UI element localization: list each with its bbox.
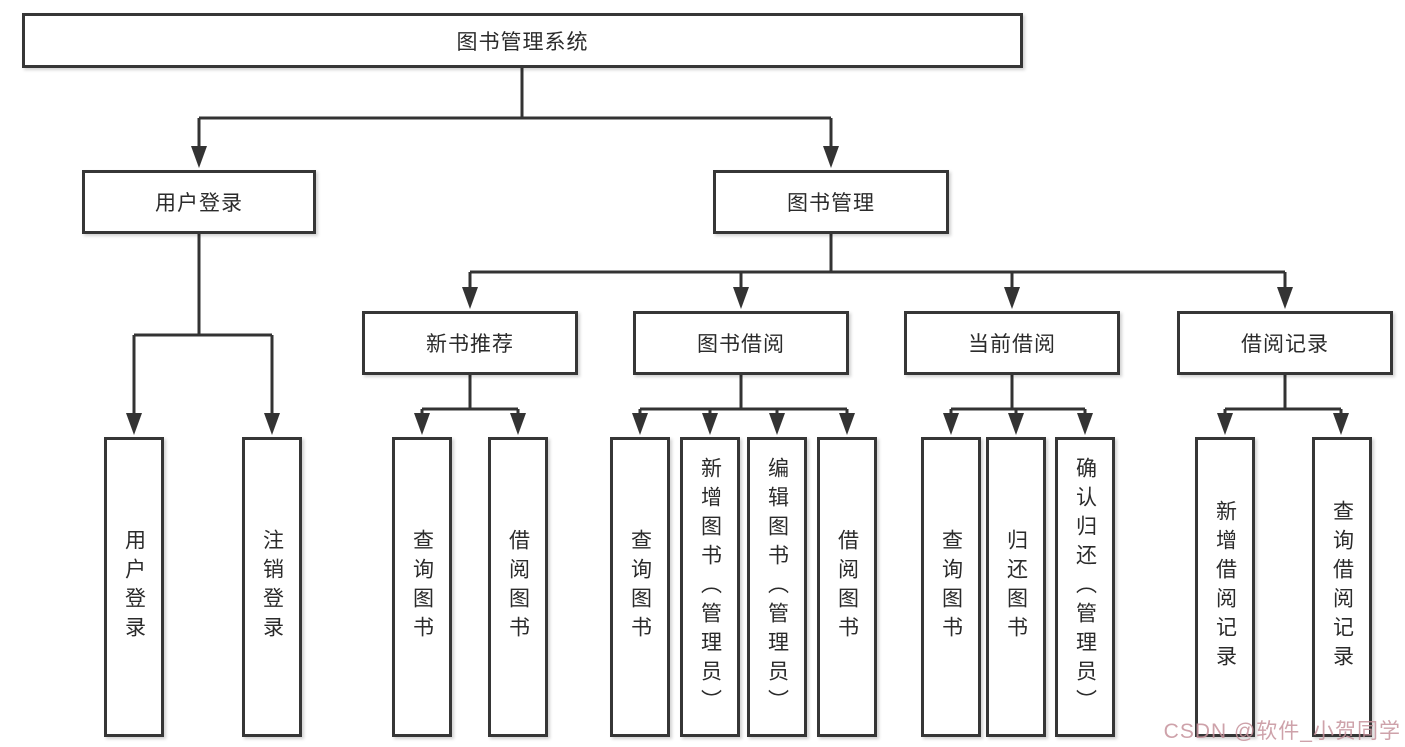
arrowhead-icon (1077, 413, 1093, 435)
leaf-return-books-label: 归还图书 (1004, 529, 1028, 645)
arrowhead-icon (823, 146, 839, 168)
arrowhead-icon (462, 287, 478, 309)
leaf-borrow-books-recommend-label: 借阅图书 (506, 529, 530, 645)
leaf-confirm-return-admin: 确认归还（管理员） (1055, 437, 1115, 737)
leaf-user-login: 用户登录 (104, 437, 164, 737)
node-root-system: 图书管理系统 (22, 13, 1023, 68)
leaf-confirm-return-admin-label: 确认归还（管理员） (1073, 456, 1097, 718)
leaf-edit-book-admin: 编辑图书（管理员） (747, 437, 807, 737)
node-user-login-label: 用户登录 (155, 192, 243, 215)
arrowhead-icon (632, 413, 648, 435)
node-book-borrowing-label: 图书借阅 (697, 333, 785, 356)
arrowhead-icon (839, 413, 855, 435)
leaf-query-books-recommend: 查询图书 (392, 437, 452, 737)
leaf-borrow-books-borrowing: 借阅图书 (817, 437, 877, 737)
leaf-user-login-label: 用户登录 (122, 529, 146, 645)
node-current-borrowing-label: 当前借阅 (968, 333, 1056, 356)
leaf-borrow-books-recommend: 借阅图书 (488, 437, 548, 737)
node-borrowing-records-label: 借阅记录 (1241, 333, 1329, 356)
arrowhead-icon (126, 413, 142, 435)
arrowhead-icon (1277, 287, 1293, 309)
arrowhead-icon (733, 287, 749, 309)
node-current-borrowing: 当前借阅 (904, 311, 1120, 375)
arrowhead-icon (1217, 413, 1233, 435)
node-borrowing-records: 借阅记录 (1177, 311, 1393, 375)
node-user-login: 用户登录 (82, 170, 316, 234)
arrowhead-icon (1333, 413, 1349, 435)
leaf-logout-label: 注销登录 (260, 529, 284, 645)
node-book-management-label: 图书管理 (787, 192, 875, 215)
leaf-edit-book-admin-label: 编辑图书（管理员） (765, 456, 789, 718)
leaf-add-book-admin-label: 新增图书（管理员） (698, 456, 722, 718)
leaf-return-books: 归还图书 (986, 437, 1046, 737)
leaf-query-books-borrowing: 查询图书 (610, 437, 670, 737)
leaf-borrow-books-borrowing-label: 借阅图书 (835, 529, 859, 645)
leaf-add-book-admin: 新增图书（管理员） (680, 437, 740, 737)
arrowhead-icon (702, 413, 718, 435)
leaf-add-borrow-record: 新增借阅记录 (1195, 437, 1255, 737)
arrowhead-icon (510, 413, 526, 435)
arrowhead-icon (1004, 287, 1020, 309)
arrowhead-icon (769, 413, 785, 435)
node-new-book-recommend-label: 新书推荐 (426, 333, 514, 356)
leaf-query-books-current-label: 查询图书 (939, 529, 963, 645)
arrowhead-icon (1008, 413, 1024, 435)
arrowhead-icon (191, 146, 207, 168)
leaf-query-books-recommend-label: 查询图书 (410, 529, 434, 645)
leaf-query-books-current: 查询图书 (921, 437, 981, 737)
leaf-query-books-borrowing-label: 查询图书 (628, 529, 652, 645)
leaf-query-borrow-record: 查询借阅记录 (1312, 437, 1372, 737)
node-new-book-recommend: 新书推荐 (362, 311, 578, 375)
leaf-query-borrow-record-label: 查询借阅记录 (1330, 500, 1354, 674)
node-book-borrowing: 图书借阅 (633, 311, 849, 375)
arrowhead-icon (943, 413, 959, 435)
node-book-management: 图书管理 (713, 170, 949, 234)
arrowhead-icon (264, 413, 280, 435)
leaf-logout: 注销登录 (242, 437, 302, 737)
leaf-add-borrow-record-label: 新增借阅记录 (1213, 500, 1237, 674)
node-root-system-label: 图书管理系统 (456, 30, 589, 54)
arrowhead-icon (414, 413, 430, 435)
